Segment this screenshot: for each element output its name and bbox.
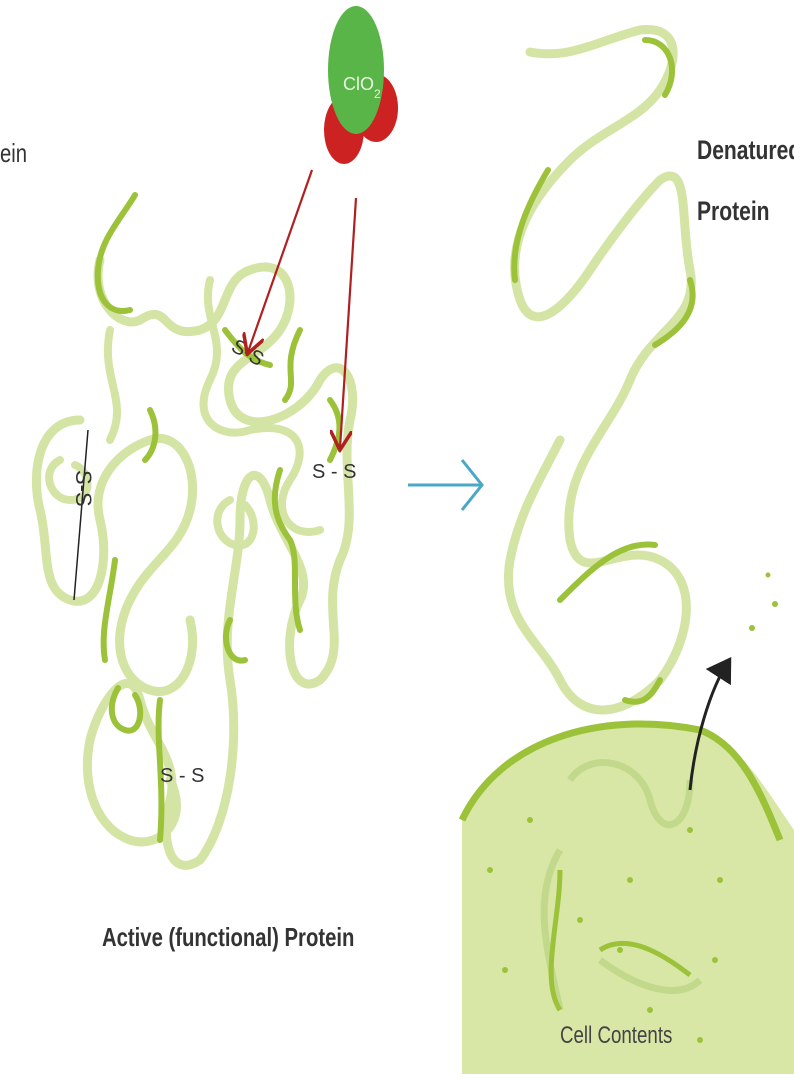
bond-left-label: S-S: [71, 470, 96, 507]
chlorine-dioxide-molecule: ClO2: [324, 6, 398, 164]
bond-bottom-label: S - S: [160, 765, 204, 787]
denatured-label-line1: Denatured: [697, 135, 794, 166]
cell: [462, 573, 794, 1075]
chlorine-atom: [328, 6, 384, 134]
denatured-protein-strand: [508, 30, 692, 710]
active-protein-label: Active (functional) Protein: [102, 922, 354, 953]
partial-protein-label: ein: [0, 138, 27, 169]
reaction-arrow: [408, 460, 482, 510]
cell-contents-label: Cell Contents: [560, 1022, 672, 1050]
denatured-label-line2: Protein: [697, 196, 770, 227]
bond-right-label: S - S: [312, 461, 356, 483]
